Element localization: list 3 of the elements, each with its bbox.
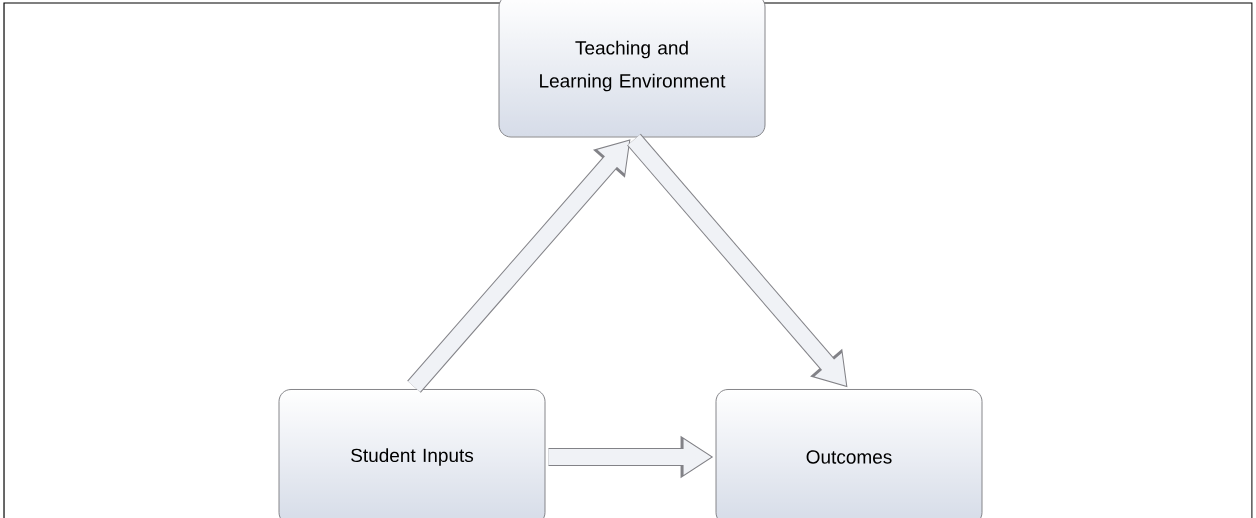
rounded-box: Teaching and Learning Environment (498, 0, 766, 138)
rounded-box: Student Inputs (278, 389, 546, 518)
rounded-box: Outcomes (715, 389, 983, 518)
